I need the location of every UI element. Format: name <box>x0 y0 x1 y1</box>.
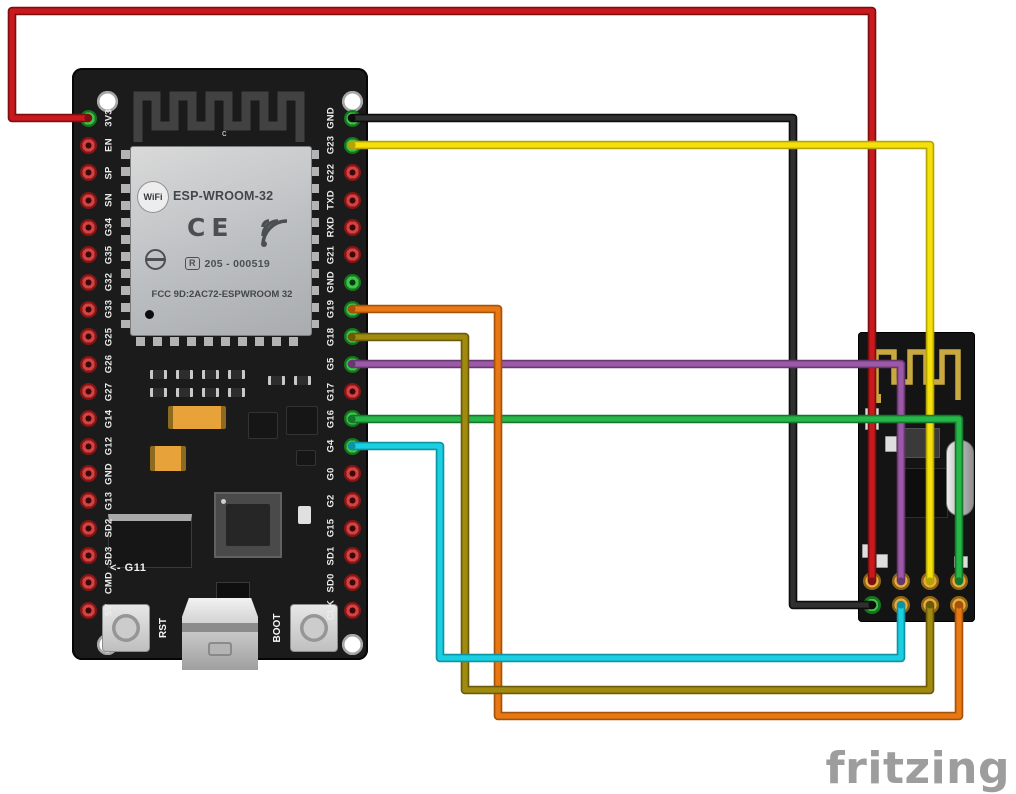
micro-usb-connector <box>182 598 258 670</box>
esp32-pin-left-g25[interactable] <box>79 328 97 346</box>
wire-green-g16[interactable] <box>347 414 964 586</box>
module-castellation-right <box>310 150 319 328</box>
mounting-hole <box>97 91 118 112</box>
rf-waves-icon <box>261 219 288 247</box>
esp32-pin-left-sd3[interactable] <box>79 547 97 565</box>
esp32-pin-right-txd-3[interactable] <box>343 191 361 209</box>
rf-transceiver-chip <box>902 468 948 518</box>
transistor <box>286 406 318 435</box>
smd-resistor <box>150 370 167 379</box>
esp32-pin-left-g34[interactable] <box>79 218 97 236</box>
voltage-regulator <box>108 514 192 568</box>
esp32-pin-left-g27[interactable] <box>79 383 97 400</box>
esp32-pin-left-g33[interactable] <box>79 300 97 318</box>
smd-resistor <box>176 388 193 397</box>
esp32-pin-left-cmd[interactable] <box>79 574 97 592</box>
cert-number: 205 - 000519 <box>204 257 270 270</box>
wire-olive-g18[interactable] <box>347 332 935 695</box>
esp32-pin-left-g12[interactable] <box>79 437 97 455</box>
led <box>298 506 311 524</box>
module-castellation-left <box>121 150 130 328</box>
esp32-pin-right-g0-13[interactable] <box>343 465 361 483</box>
esp32-pin-right-sd0-17[interactable] <box>343 574 361 592</box>
ce-mark: CE <box>187 213 235 242</box>
cert-number-row: R 205 - 000519 <box>185 257 270 270</box>
fritzing-watermark: fritzing <box>825 743 1010 794</box>
esp32-pin-left-g13[interactable] <box>79 492 97 510</box>
esp32-pin-right-clk-18[interactable] <box>343 601 361 619</box>
esp32-pin-right-g17-10[interactable] <box>343 383 361 400</box>
esp32-pin-right-g22-2[interactable] <box>343 164 361 182</box>
r-mark: R <box>185 257 200 270</box>
wire-cyan-g4[interactable] <box>347 441 906 663</box>
smd-resistor <box>202 388 219 397</box>
esp32-pin-left-g32[interactable] <box>79 273 97 291</box>
esp32-pin-left-sd2[interactable] <box>79 519 97 537</box>
esp-wroom-32-module: WiFi ESP-WROOM-32 CE R 205 - 000519 FCC … <box>130 146 312 336</box>
mounting-hole <box>342 634 363 655</box>
pcb-antenna-icon <box>133 91 305 142</box>
module-castellation-bottom <box>136 337 306 346</box>
esp32-pin-left-g35[interactable] <box>79 246 97 264</box>
wire-orange-g19[interactable] <box>347 304 964 721</box>
smd-resistor <box>228 388 245 397</box>
g11-silkscreen-label: <- G11 <box>110 562 147 574</box>
smd-component <box>876 554 888 568</box>
esp32-pin-right-sd1-16[interactable] <box>343 547 361 565</box>
smd-component <box>885 436 897 452</box>
smd-resistor <box>150 388 167 397</box>
smd-resistor <box>202 370 219 379</box>
smd-resistor <box>294 376 311 385</box>
regulatory-circle-icon <box>145 249 166 270</box>
pcb-antenna-icon <box>872 349 961 403</box>
usb-uart-chip <box>214 492 282 558</box>
mounting-hole <box>342 91 363 112</box>
esp32-pin-right-gnd-6[interactable] <box>343 273 361 291</box>
esp32-pin-right-g2-14[interactable] <box>343 492 361 510</box>
capacitor <box>150 446 186 471</box>
module-dot <box>145 310 154 319</box>
esp32-pin-left-5v[interactable] <box>79 601 97 619</box>
smd-resistor <box>268 376 285 385</box>
capacitor <box>168 406 226 429</box>
esp32-pin-left-sn[interactable] <box>79 191 97 209</box>
transistor <box>248 412 278 439</box>
wifi-logo-icon: WiFi <box>137 181 169 213</box>
wire-red-3v3[interactable] <box>7 6 877 586</box>
rst-button[interactable] <box>102 604 150 652</box>
wire-yellow-g23[interactable] <box>347 140 935 586</box>
esp32-pin-left-sp[interactable] <box>79 164 97 182</box>
wire-purple-g5[interactable] <box>347 359 906 586</box>
esp32-pin-right-g15-15[interactable] <box>343 519 361 537</box>
boot-button[interactable] <box>290 604 338 652</box>
fcc-id-label: FCC 9D:2AC72-ESPWROOM 32 <box>151 289 293 300</box>
module-name-label: ESP-WROOM-32 <box>173 189 274 203</box>
esp32-pin-left-g26[interactable] <box>79 355 97 373</box>
transistor <box>296 450 316 466</box>
esp32-pin-left-en[interactable] <box>79 136 97 154</box>
smd-resistor <box>228 370 245 379</box>
esp32-pin-left-g14[interactable] <box>79 410 97 428</box>
esp32-pin-right-rxd-4[interactable] <box>343 218 361 236</box>
esp32-pin-left-gnd[interactable] <box>79 465 97 483</box>
smd-resistor <box>176 370 193 379</box>
esp32-pin-right-g21-5[interactable] <box>343 246 361 264</box>
antenna-mark-label: c <box>222 128 227 138</box>
